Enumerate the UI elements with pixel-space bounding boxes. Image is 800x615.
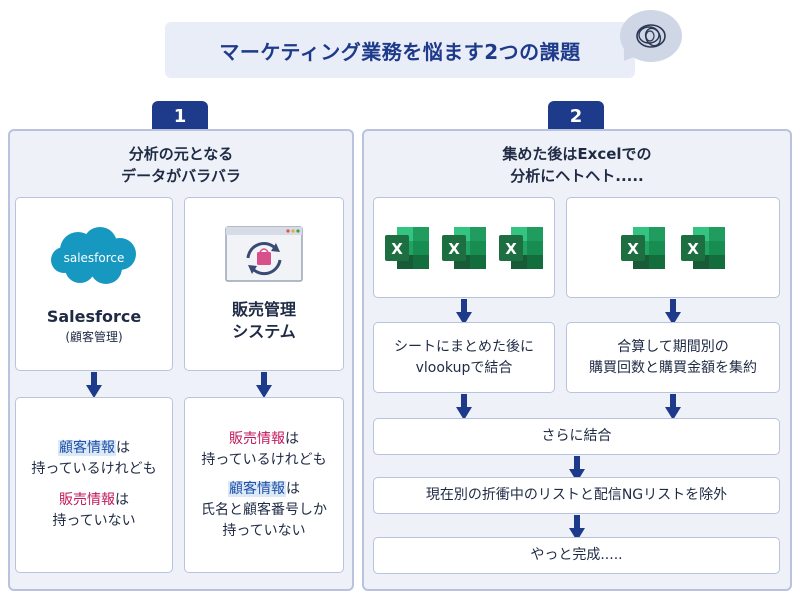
- note-text: は: [285, 430, 299, 447]
- excel-icon: X: [681, 226, 725, 269]
- note-text: は: [115, 492, 129, 508]
- sales-system-card: 販売管理 システム: [184, 197, 344, 371]
- highlight-customer-info: 顧客情報: [228, 480, 286, 497]
- salesforce-note-line1: 顧客情報は: [58, 438, 130, 459]
- highlight-customer-info: 顧客情報: [58, 440, 116, 456]
- step-merge-again: さらに結合: [373, 418, 780, 455]
- excel-icon: X: [621, 226, 665, 269]
- issue-2-title-line1: 集めた後はExcelでの: [502, 145, 652, 163]
- arrow-down-icon: [86, 372, 102, 398]
- note-text: は: [116, 440, 130, 456]
- salesforce-logo-text: salesforce: [64, 251, 125, 265]
- sales-system-note-line4: 氏名と顧客番号しか: [201, 501, 327, 518]
- arrow-down-icon: [456, 394, 472, 420]
- sales-system-name-line1: 販売管理: [231, 300, 296, 319]
- svg-text:X: X: [505, 240, 517, 258]
- arrow-down-icon: [569, 456, 585, 482]
- svg-text:X: X: [391, 240, 403, 258]
- arrow-down-icon: [569, 515, 585, 541]
- issue-2-number: 2: [569, 105, 583, 127]
- step-exclude-lists: 現在別の折衝中のリストと配信NGリストを除外: [373, 477, 780, 514]
- excel-icon: X: [442, 226, 486, 269]
- issue-2-title-line2: 分析にヘトヘト.....: [510, 167, 644, 185]
- svg-text:X: X: [448, 240, 460, 258]
- step-aggregate-line1: 合算して期間別の: [617, 338, 729, 355]
- salesforce-logo: salesforce: [51, 226, 136, 284]
- sales-system-note-line2: 持っているけれども: [201, 451, 327, 468]
- svg-text:X: X: [627, 240, 639, 258]
- issue-2-title: 集めた後はExcelでの 分析にヘトヘト.....: [362, 143, 792, 187]
- issue-1-tab: 1: [152, 101, 208, 131]
- salesforce-card: salesforce Salesforce (顧客管理): [15, 197, 173, 371]
- scribble-icon: [636, 24, 666, 48]
- arrow-down-icon: [665, 299, 681, 325]
- svg-text:X: X: [687, 240, 699, 258]
- issue-1-number: 1: [173, 105, 187, 127]
- issue-1-title-line2: データがバラバラ: [121, 167, 241, 185]
- excel-files-card-right: X X: [566, 197, 780, 298]
- thought-bubble-icon: [620, 10, 682, 62]
- salesforce-sub: (顧客管理): [65, 329, 123, 344]
- salesforce-note-line2: 持っているけれども: [31, 461, 157, 477]
- sales-system-note-card: 販売情報は 持っているけれども 顧客情報は 氏名と顧客番号しか 持っていない: [184, 397, 344, 573]
- excel-files-card-left: X X X: [373, 197, 555, 298]
- sales-system-name-line2: システム: [232, 322, 296, 341]
- sales-system-note-line3: 顧客情報は: [228, 479, 300, 500]
- note-text: は: [286, 480, 300, 497]
- diagram-title-text: マーケティング業務を悩ます2つの課題: [219, 39, 581, 64]
- step-merge-again-text: さらに結合: [541, 428, 612, 444]
- salesforce-name: Salesforce: [46, 306, 142, 326]
- salesforce-note-line4: 持っていない: [52, 513, 136, 529]
- excel-icon: X: [385, 226, 429, 269]
- step-exclude-lists-text: 現在別の折衝中のリストと配信NGリストを除外: [425, 487, 728, 503]
- step-aggregate-line2: 購買回数と購買金額を集約: [589, 359, 757, 376]
- arrow-down-icon: [456, 299, 472, 325]
- step-merge-vlookup-line2: vlookupで結合: [415, 359, 513, 376]
- salesforce-note-card: 顧客情報は 持っているけれども 販売情報は 持っていない: [15, 397, 173, 573]
- sales-system-note-line5: 持っていない: [222, 522, 306, 539]
- excel-icon: X: [499, 226, 543, 269]
- issue-2-tab: 2: [548, 101, 604, 131]
- highlight-sales-info: 販売情報: [59, 492, 115, 508]
- arrow-down-icon: [665, 394, 681, 420]
- issue-1-title-line1: 分析の元となる: [128, 145, 234, 163]
- step-aggregate: 合算して期間別の 購買回数と購買金額を集約: [566, 322, 780, 393]
- issue-1-title: 分析の元となる データがバラバラ: [8, 143, 354, 187]
- highlight-sales-info: 販売情報: [229, 430, 285, 447]
- diagram-title: マーケティング業務を悩ます2つの課題: [165, 22, 635, 78]
- step-merge-vlookup: シートにまとめた後に vlookupで結合: [373, 322, 555, 393]
- step-merge-vlookup-line1: シートにまとめた後に: [394, 338, 534, 355]
- sales-system-note-line1: 販売情報は: [229, 429, 299, 450]
- salesforce-note-line3: 販売情報は: [59, 490, 129, 511]
- shopping-bag-sync-icon: [225, 226, 303, 282]
- arrow-down-icon: [256, 372, 272, 398]
- step-complete: やっと完成.....: [373, 537, 780, 574]
- step-complete-text: やっと完成.....: [530, 547, 623, 563]
